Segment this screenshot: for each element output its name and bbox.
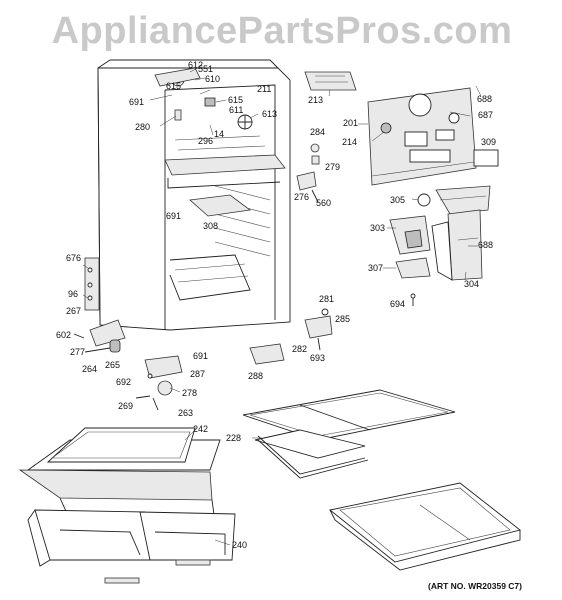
callout-287: 287: [190, 369, 206, 379]
callout-304: 304: [464, 279, 480, 289]
crisper-drawers: [18, 427, 236, 584]
callout-296: 296: [198, 136, 214, 146]
right-hardware: [249, 71, 499, 365]
callout-691: 691: [129, 97, 145, 107]
callout-265: 265: [105, 360, 121, 370]
callout-676: 676: [66, 253, 82, 263]
callout-308: 308: [203, 221, 219, 231]
callout-263: 263: [178, 408, 194, 418]
leader-lines: [82, 67, 482, 546]
callout-551: 551: [198, 64, 214, 74]
watermark: AppliancePartsPros.com: [51, 10, 513, 52]
callout-692: 692: [116, 377, 132, 387]
callout-279: 279: [325, 162, 341, 172]
callout-688: 688: [478, 240, 494, 250]
callout-305: 305: [390, 195, 406, 205]
callout-214: 214: [342, 137, 358, 147]
callout-602: 602: [56, 330, 72, 340]
callout-267: 267: [66, 306, 82, 316]
callout-280: 280: [135, 122, 151, 132]
callout-693: 693: [310, 353, 326, 363]
callout-264: 264: [82, 364, 98, 374]
callout-278: 278: [182, 388, 198, 398]
callout-694: 694: [390, 299, 406, 309]
callout-213: 213: [308, 95, 324, 105]
callout-309: 309: [481, 137, 497, 147]
callout-303: 303: [370, 223, 386, 233]
callout-269: 269: [118, 401, 134, 411]
callout-284: 284: [310, 127, 326, 137]
callout-691: 691: [166, 211, 182, 221]
callout-610: 610: [205, 74, 221, 84]
callout-288: 288: [248, 371, 264, 381]
callout-615: 615: [228, 95, 244, 105]
callout-240: 240: [232, 540, 248, 550]
callout-14: 14: [214, 129, 225, 139]
glass-shelf: [328, 482, 521, 571]
callout-687: 687: [478, 110, 494, 120]
callout-560: 560: [316, 198, 332, 208]
callout-281: 281: [319, 294, 335, 304]
callout-611: 611: [229, 105, 244, 115]
callout-211: 211: [257, 84, 272, 94]
callout-96: 96: [68, 289, 79, 299]
cabinet: [97, 59, 291, 331]
callout-277: 277: [70, 347, 86, 357]
callout-228: 228: [226, 433, 242, 443]
callout-612: 612: [188, 60, 204, 70]
callout-285: 285: [335, 314, 351, 324]
callout-688: 688: [477, 94, 493, 104]
left-hardware: [73, 257, 183, 411]
glass-shelf-frame: [242, 389, 456, 479]
callout-242: 242: [193, 424, 209, 434]
art-number: (ART NO. WR20359 C7): [428, 581, 522, 591]
callout-691: 691: [193, 351, 209, 361]
callout-307: 307: [368, 263, 384, 273]
callout-276: 276: [294, 192, 310, 202]
callout-613: 613: [262, 109, 278, 119]
callout-201: 201: [343, 118, 359, 128]
callout-615: 615: [166, 81, 182, 91]
callout-282: 282: [292, 344, 308, 354]
